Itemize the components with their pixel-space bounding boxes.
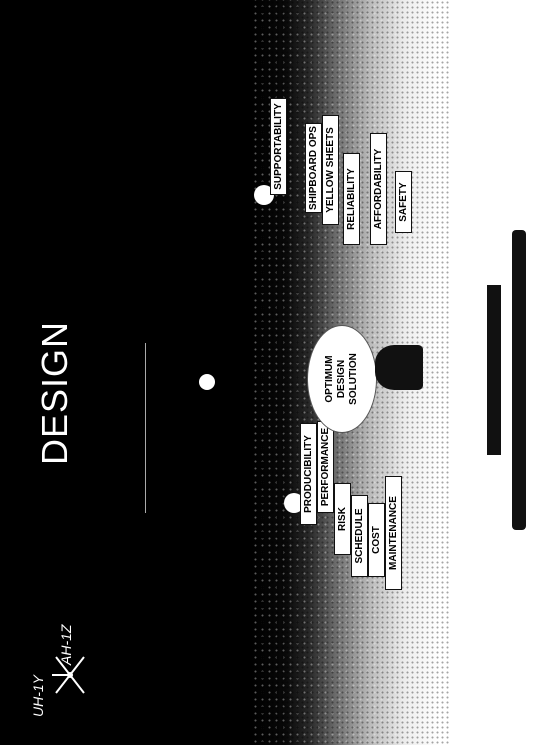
optimum-solution-oval: OPTIMUM DESIGN SOLUTION bbox=[307, 325, 377, 433]
stack-box-left: MAINTENANCE bbox=[385, 476, 402, 590]
stack-box-left: PERFORMANCE bbox=[317, 421, 334, 513]
stack-box-right: SAFETY bbox=[395, 171, 412, 233]
fulcrum-base bbox=[375, 345, 423, 390]
stack-box-right: SUPPORTABILITY bbox=[270, 98, 287, 195]
base-platform bbox=[512, 230, 526, 530]
title-rule bbox=[145, 343, 146, 513]
stack-box-left: COST bbox=[368, 503, 385, 577]
balance-pivot bbox=[199, 374, 215, 390]
logo-icon bbox=[52, 656, 85, 694]
stack-box-right: AFFORDABILITY bbox=[370, 133, 387, 245]
stack-box-left: PRODUCIBILITY bbox=[300, 423, 317, 525]
stack-box-right: YELLOW SHEETS bbox=[322, 115, 339, 225]
oval-text-line: SOLUTION bbox=[348, 353, 359, 405]
stack-box-left: SCHEDULE bbox=[351, 495, 368, 577]
logo-ah1z-label: AH-1Z bbox=[58, 624, 74, 665]
stack-box-left: RISK bbox=[334, 483, 351, 555]
oval-text-line: OPTIMUM bbox=[324, 355, 335, 403]
stack-box-right: RELIABILITY bbox=[343, 153, 360, 245]
base-bar bbox=[487, 285, 501, 455]
stack-box-right: SHIPBOARD OPS bbox=[305, 123, 322, 213]
slide-title: DESIGN bbox=[34, 320, 75, 465]
oval-text-line: DESIGN bbox=[336, 359, 347, 399]
logo-uh1y-label: UH-1Y bbox=[30, 674, 46, 717]
